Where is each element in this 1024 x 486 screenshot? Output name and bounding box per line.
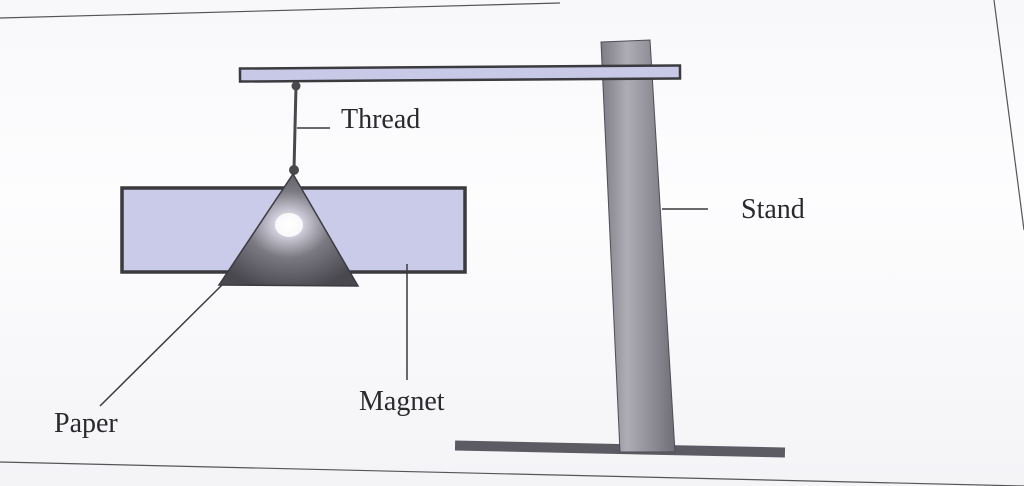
thread-bottom-knot: [289, 165, 299, 175]
stand-label: Stand: [741, 194, 805, 225]
page-border-bottom: [0, 461, 1024, 486]
thread-label: Thread: [341, 104, 421, 135]
stand-arm: [238, 64, 682, 83]
paper-highlight: [275, 213, 303, 237]
thread: [292, 85, 298, 171]
page-border-top: [0, 2, 561, 19]
paper-label: Paper: [54, 408, 118, 439]
magnet-label: Magnet: [359, 386, 445, 417]
paper-leader-line: [99, 284, 223, 407]
stand-pole: [600, 39, 676, 453]
page-border-right: [993, 0, 1024, 231]
